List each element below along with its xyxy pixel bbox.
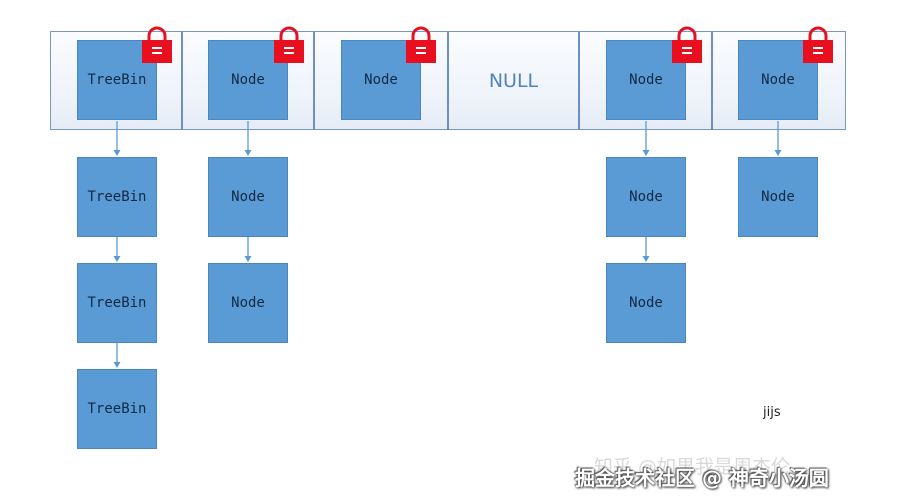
chain-node: Node	[606, 263, 686, 343]
arrow-head	[113, 150, 121, 156]
watermark-zhihu: 知乎 @如果我是周杰伦	[594, 456, 791, 478]
author-label: jijs	[763, 405, 781, 420]
arrow-head	[642, 150, 650, 156]
arrow-head	[113, 256, 121, 262]
watermark-juejin: 掘金技术社区 @ 神奇小汤圆	[575, 466, 829, 490]
slot-divider	[313, 31, 315, 130]
arrow-head	[113, 362, 121, 368]
chain-node: TreeBin	[77, 369, 157, 449]
slot-divider	[711, 31, 713, 130]
chain-node: Node	[208, 263, 288, 343]
lock-icon	[406, 26, 436, 63]
slot-divider	[578, 31, 580, 130]
lock-icon	[672, 26, 702, 63]
chain-node: TreeBin	[77, 263, 157, 343]
chain-node: Node	[738, 157, 818, 237]
slot-divider	[181, 31, 183, 130]
null-bucket-label: NULL	[488, 69, 539, 92]
lock-icon	[803, 26, 833, 63]
chain-node: TreeBin	[77, 157, 157, 237]
arrow-head	[774, 150, 782, 156]
chain-node: Node	[606, 157, 686, 237]
slot-divider	[447, 31, 449, 130]
arrow-head	[244, 256, 252, 262]
lock-icon	[142, 26, 172, 63]
chain-node: Node	[208, 157, 288, 237]
arrow-head	[244, 150, 252, 156]
arrow-head	[642, 256, 650, 262]
lock-icon	[274, 26, 304, 63]
